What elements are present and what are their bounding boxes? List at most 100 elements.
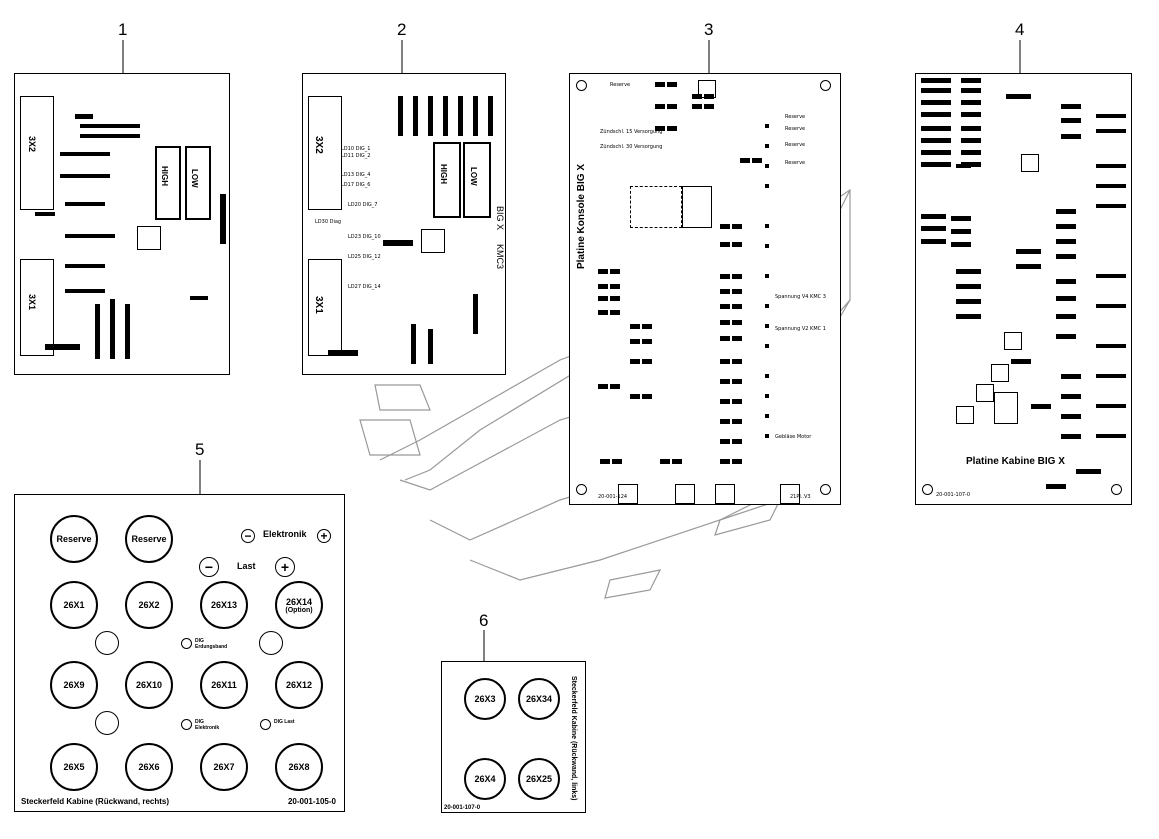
callout-5: 5 — [195, 440, 205, 459]
socket-panel-cabin-right: Reserve Reserve − Elektronik + − Last + … — [14, 494, 345, 812]
socket-26x10[interactable]: 26X10 — [125, 661, 173, 709]
led-erdungsband-label: DIG Erdungsband — [195, 638, 228, 650]
socket-26x13[interactable]: 26X13 — [200, 581, 248, 629]
socket-26x11[interactable]: 26X11 — [200, 661, 248, 709]
fuse-low-label: LOW — [469, 167, 478, 186]
fuse-high — [433, 142, 461, 218]
led-label: LD23 DIG_10 — [348, 234, 381, 240]
reserve-label: Reserve — [56, 534, 92, 544]
callout-3: 3 — [704, 20, 714, 39]
plus-icon: + — [275, 557, 295, 577]
sun-symbol-box — [994, 392, 1018, 424]
socket-26x25[interactable]: 26X25 — [518, 758, 560, 800]
board-title: Platine Kabine BIG X — [966, 456, 1065, 467]
led-elektronik-label: DIG Elektronik — [195, 719, 220, 731]
panel-title: Steckerfeld Kabine (Rückwand, rechts) — [21, 797, 170, 806]
socket-26x1[interactable]: 26X1 — [50, 581, 98, 629]
led-label: Reserve — [785, 126, 806, 132]
fuse-high-label: HIGH — [439, 164, 448, 184]
led-last-label: DIG Last — [274, 719, 295, 725]
socket-26x6[interactable]: 26X6 — [125, 743, 173, 791]
connector-bottom-1 — [618, 484, 638, 504]
circuit-board-1: 3X2 3X1 HIGH LOW — [14, 73, 230, 375]
mount-hole — [1111, 484, 1122, 495]
relay-symbol — [421, 229, 445, 253]
connector-square — [976, 384, 994, 402]
led-label: LD27 DIG_14 — [348, 284, 381, 290]
board-name-label: BIG X — [495, 206, 505, 231]
callout-6: 6 — [479, 611, 489, 630]
socket-26x3[interactable]: 26X3 — [464, 678, 506, 720]
circuit-board-2: 3X2 3X1 HIGH LOW BIG X KMC3 LD10 DIG_1 L… — [302, 73, 506, 375]
fuse-low-label: LOW — [190, 169, 199, 188]
led-label: Reserve — [785, 142, 806, 148]
led-label: LD30 Diag — [315, 219, 342, 225]
led-label: Zündschl. 30 Versorgung — [600, 144, 663, 150]
led-label: Reserve — [785, 114, 806, 120]
socket-26x12[interactable]: 26X12 — [275, 661, 323, 709]
connector-code: 20-001-124 — [598, 494, 628, 500]
socket-26x8[interactable]: 26X8 — [275, 743, 323, 791]
led-label: Spannung V4 KMC 3 — [775, 294, 826, 300]
led-label: LD13 DIG_4 — [341, 172, 371, 178]
led-label: Reserve — [785, 160, 806, 166]
reserve-button-1[interactable]: Reserve — [50, 515, 98, 563]
blank-socket — [95, 711, 119, 735]
socket-26x9[interactable]: 26X9 — [50, 661, 98, 709]
reserve-button-2[interactable]: Reserve — [125, 515, 173, 563]
circuit-board-3: Platine Konsole BIG X Reserve Reserve Re… — [569, 73, 841, 505]
connector-3x2-label: 3X2 — [313, 136, 324, 154]
relay-array — [598, 82, 769, 464]
elektronik-label: Elektronik — [263, 529, 307, 539]
blank-socket — [95, 631, 119, 655]
led-label: Zündschl. 15 Versorgung — [600, 129, 663, 135]
relay-array — [921, 78, 1126, 489]
connector-3x2 — [20, 96, 54, 210]
mount-hole — [820, 484, 831, 495]
connector-square — [1004, 332, 1022, 350]
led-label: LD20 DIG_7 — [348, 202, 378, 208]
mount-hole — [922, 484, 933, 495]
option-label: (Option) — [285, 606, 313, 614]
connector-3x1-label: 3X1 — [27, 294, 37, 311]
blank-socket — [259, 631, 283, 655]
reserve-label: Reserve — [131, 534, 167, 544]
board-kmc-label: KMC3 — [495, 244, 505, 270]
socket-26x5[interactable]: 26X5 — [50, 743, 98, 791]
socket-26x4[interactable]: 26X4 — [464, 758, 506, 800]
fuse-high — [155, 146, 181, 220]
led-erdungsband — [181, 638, 192, 649]
connector-square — [956, 406, 974, 424]
relay-symbol — [137, 226, 161, 250]
board-code: 20-001-107-0 — [936, 492, 971, 498]
fuse-high-label: HIGH — [160, 166, 169, 186]
socket-26x7[interactable]: 26X7 — [200, 743, 248, 791]
panel-title: Steckerfeld Kabine (Rückwand, links) — [570, 676, 577, 801]
panel-code: 20-001-105-0 — [287, 797, 336, 806]
mount-hole — [576, 484, 587, 495]
socket-26x14[interactable]: 26X14(Option) — [275, 581, 323, 629]
last-label: Last — [237, 561, 256, 571]
led-matrix — [630, 186, 682, 228]
socket-26x34[interactable]: 26X34 — [518, 678, 560, 720]
socket-panel-cabin-left: 26X3 26X34 26X4 26X25 Steckerfeld Kabine… — [441, 661, 586, 813]
callout-4: 4 — [1015, 20, 1025, 39]
fuse-low — [185, 146, 211, 220]
sun-symbol-box — [682, 186, 712, 228]
minus-icon: − — [241, 529, 255, 543]
socket-26x2[interactable]: 26X2 — [125, 581, 173, 629]
connector-code: 21Pl..V3 — [790, 494, 811, 500]
led-label: LD10 DIG_1 — [341, 146, 371, 152]
minus-icon: − — [199, 557, 219, 577]
circuit-board-4: Platine Kabine BIG X 20-001-107-0 — [915, 73, 1132, 505]
connector-3x1 — [308, 259, 342, 356]
connector-3x2-label: 3X2 — [27, 136, 37, 153]
connector-3x2 — [308, 96, 342, 210]
led-elektronik — [181, 719, 192, 730]
connector-bottom-3 — [715, 484, 735, 504]
connector-bottom-2 — [675, 484, 695, 504]
connector-3x1-label: 3X1 — [313, 296, 324, 314]
mount-hole — [576, 80, 587, 91]
